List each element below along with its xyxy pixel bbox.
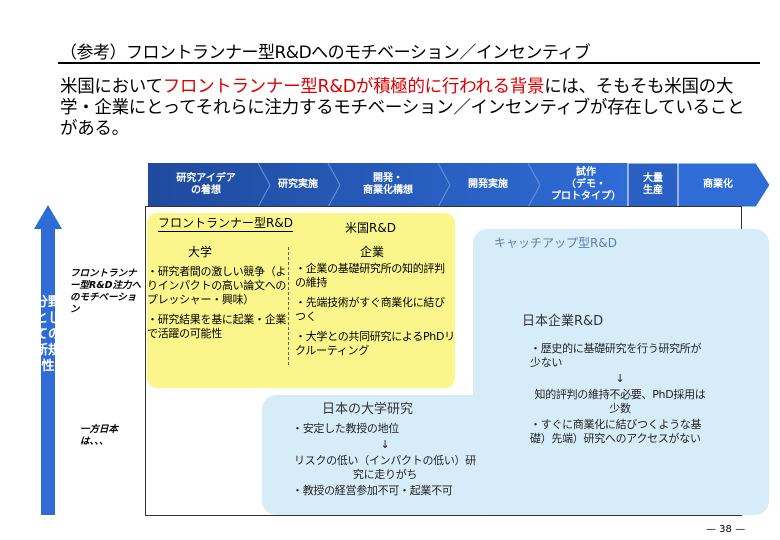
down-arrow-icon: ↓ xyxy=(380,438,390,451)
japan-university-title: 日本の大学研究 xyxy=(322,402,414,417)
flow-chevrons-svg xyxy=(148,163,770,207)
list-item: リスクの低い（インパクトの低い）研究に走りがち xyxy=(294,454,476,481)
list-item: ・安定した教授の地位 xyxy=(292,422,399,435)
us-rnd-label: 米国R&D xyxy=(345,221,396,235)
us-corporate-list: ・企業の基礎研究所の知的評判の維持 ・先端技術がすぐ商業化に結びつく ・大学との… xyxy=(295,262,455,364)
list-item: ・すぐに商業化に結びつくような基礎）先端）研究へのアクセスがない xyxy=(530,418,702,445)
flow-stage-idea: 研究アイデア の着想 xyxy=(176,173,236,196)
us-university-list: ・研究者間の激しい競争（よりインパクトの高い論文へのプレッシャー・興味） ・研究… xyxy=(147,265,287,347)
list-item: 知的評判の維持不必要、PhD採用は少数 xyxy=(534,388,706,415)
flow-chevron-divider-4 xyxy=(527,163,541,207)
frontier-divider xyxy=(288,247,289,365)
japan-university-region xyxy=(262,395,496,515)
lead-part-1: 米国において xyxy=(60,77,163,97)
japan-corporate-list: ・歴史的に基礎研究を行う研究所が少ない ↓ 知的評判の維持不必要、PhD採用は少… xyxy=(530,342,710,448)
page-title: （参考）フロントランナー型R&Dへのモチベーション／インセンティブ xyxy=(60,43,591,63)
flow-commercialization-arrow xyxy=(677,163,770,207)
flow-chevron-divider-1 xyxy=(257,163,271,207)
japan-note: 一方日本は、、、 xyxy=(80,424,119,447)
list-item: ・研究結果を基に起業・企業で活躍の可能性 xyxy=(147,313,287,340)
japan-corporate-title: 日本企業R&D xyxy=(522,314,604,329)
lead-emphasis: フロントランナー型R&Dが積極的に行われる背景 xyxy=(162,77,545,97)
novelty-axis-arrow xyxy=(34,205,62,515)
list-item: ・歴史的に基礎研究を行う研究所が少ない xyxy=(530,342,702,369)
title-underline xyxy=(58,62,760,64)
flow-main-band xyxy=(148,163,628,207)
list-item: ・教授の経営参加不可・起業不可 xyxy=(292,484,453,497)
lead-part-3: には、そもそも米国の大学・企業にとってそれらに注力するモチベーション／インセンテ… xyxy=(60,77,745,139)
down-arrow-icon: ↓ xyxy=(615,372,625,385)
flow-stage-prototype: 試作 （デモ・ プロトタイプ） xyxy=(551,167,621,202)
list-item: ・研究者間の激しい競争（よりインパクトの高い論文へのプレッシャー・興味） xyxy=(147,265,287,306)
flow-chevron-divider-2 xyxy=(327,163,341,207)
page-number: — 38 — xyxy=(706,524,746,535)
flow-stage-dev-planning: 開発・ 商業化構想 xyxy=(363,173,413,196)
us-corporate-heading: 企業 xyxy=(360,245,385,259)
us-university-heading: 大学 xyxy=(188,245,213,259)
flow-chevron-divider-3 xyxy=(437,163,451,207)
catchup-region xyxy=(473,229,769,515)
flow-stage-research: 研究実施 xyxy=(278,179,318,190)
list-item: ・大学との共同研究によるPhDリクルーティング xyxy=(295,330,455,357)
flow-stage-development: 開発実施 xyxy=(468,179,508,190)
list-item: ・先端技術がすぐ商業化に結びつく xyxy=(295,296,445,323)
japan-university-list: ・安定した教授の地位 ↓ リスクの低い（インパクトの低い）研究に走りがち ・教授… xyxy=(292,422,478,500)
catchup-label: キャッチアップ型R&D xyxy=(494,236,617,250)
list-item: ・企業の基礎研究所の知的評判の維持 xyxy=(295,262,445,289)
flow-mass-production-box xyxy=(627,163,679,207)
frontier-motivation-note: フロントランナー型R&D注力へのモチベーション xyxy=(70,268,141,315)
process-flow: 研究アイデア の着想 研究実施 開発・ 商業化構想 開発実施 試作 （デモ・ プ… xyxy=(148,163,770,207)
frontier-region xyxy=(147,213,455,388)
novelty-axis-label: 分野としての新規性 xyxy=(34,295,61,374)
lead-text: 米国においてフロントランナー型R&Dが積極的に行われる背景には、そもそも米国の大… xyxy=(60,77,760,140)
flow-stage-commercialization: 商業化 xyxy=(703,179,733,190)
frontier-label: フロントランナー型R&D xyxy=(158,216,293,232)
flow-stage-mass-production: 大量 生産 xyxy=(643,173,663,196)
